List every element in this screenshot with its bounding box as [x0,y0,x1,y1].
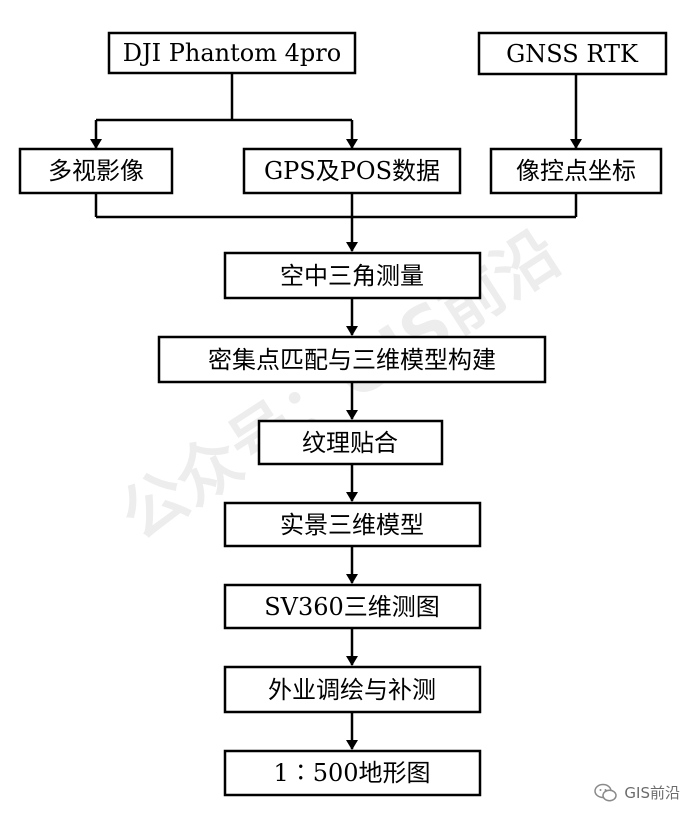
node-aerotri: 空中三角测量 [223,251,482,300]
node-gnss-label: GNSS RTK [506,40,639,68]
node-texture-label: 纹理贴合 [302,429,398,457]
node-gcp-label: 像控点坐标 [516,157,636,185]
node-map: 1∶500地形图 [223,749,482,797]
node-images-label: 多视影像 [48,157,144,185]
node-sv360-label: SV360三维测图 [264,593,440,621]
node-gnss: GNSS RTK [477,31,668,76]
node-field: 外业调绘与补测 [223,665,482,714]
connectors [90,72,582,750]
node-dense: 密集点匹配与三维模型构建 [157,335,547,384]
node-dense-label: 密集点匹配与三维模型构建 [208,346,496,374]
brand-label: GIS前沿 [624,784,680,802]
node-aerotri-label: 空中三角测量 [280,262,424,290]
node-gcp: 像控点坐标 [489,147,663,195]
node-texture: 纹理贴合 [257,419,444,466]
node-images: 多视影像 [18,147,174,195]
node-model: 实景三维模型 [223,501,482,548]
brand-badge: GIS前沿 [594,782,680,803]
node-model-label: 实景三维模型 [280,511,424,539]
node-dji: DJI Phantom 4pro [107,31,357,75]
node-gps-label: GPS及POS数据 [264,157,440,185]
node-sv360: SV360三维测图 [223,583,482,630]
wechat-icon [594,783,618,801]
node-field-label: 外业调绘与补测 [268,676,436,704]
node-gps: GPS及POS数据 [242,147,462,195]
node-map-label: 1∶500地形图 [273,759,430,787]
node-dji-label: DJI Phantom 4pro [123,39,341,67]
